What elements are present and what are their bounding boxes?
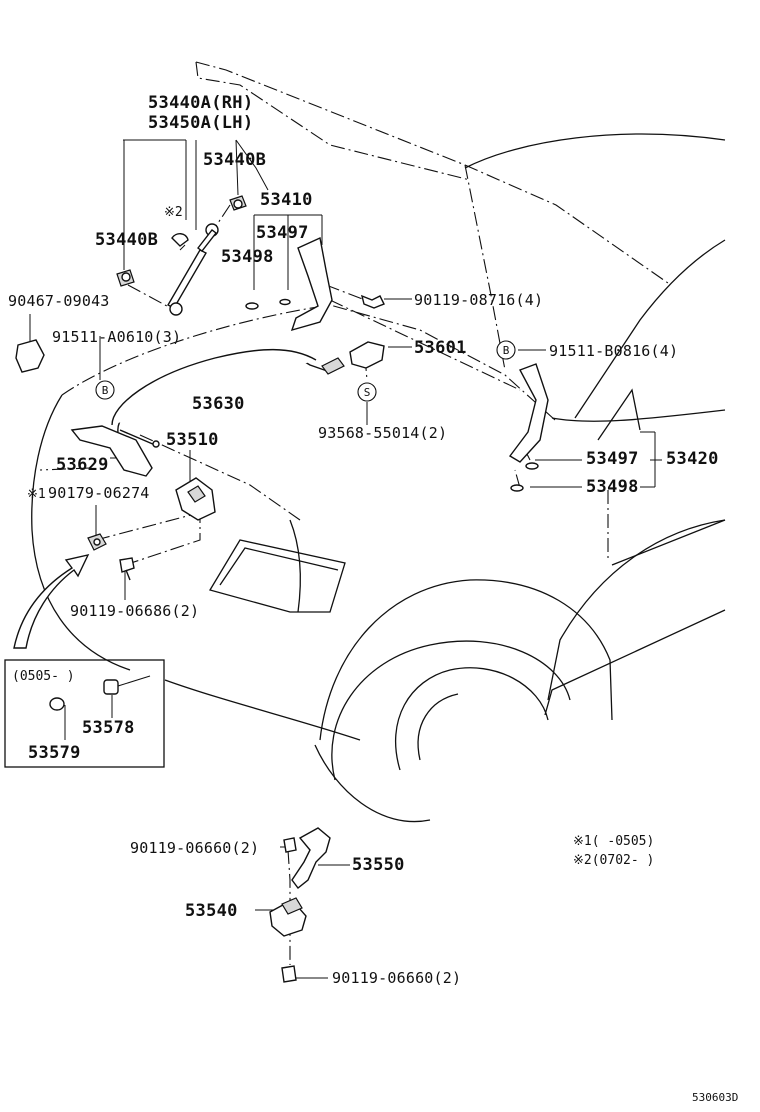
label-93568-55014: 93568-55014(2): [318, 424, 447, 442]
part-bolt-90119-06660-lower: [281, 965, 297, 983]
label-53420: 53420: [666, 449, 719, 469]
label-53440a: 53440A(RH): [148, 93, 253, 113]
label-53540: 53540: [185, 901, 238, 921]
svg-text:B: B: [102, 384, 109, 397]
part-ball-stud-lower: [116, 269, 135, 287]
figure-code: 530603D: [692, 1091, 738, 1104]
inset-box: (0505- ): [4, 659, 165, 768]
part-cushion-53579: [49, 697, 65, 711]
label-91511-b0816: 91511-B0816(4): [549, 342, 678, 360]
part-hood-hinge-right: [508, 363, 549, 492]
label-53440b-top: 53440B: [203, 150, 266, 170]
label-90119-06660-upper: 90119-06660(2): [130, 839, 259, 857]
part-strut-cap: [171, 233, 189, 247]
part-cable-clamp-53601: [321, 341, 385, 375]
part-hood-lock-control-lever-53550: [291, 827, 331, 889]
footnotes: ※1( -0505) ※2(0702- ): [573, 834, 654, 868]
label-53440b-left: 53440B: [95, 230, 158, 250]
note-2: ※2(0702- ): [573, 853, 654, 868]
label-91511-a0610: 91511-A0610(3): [52, 328, 181, 346]
part-bolt-90119-06686: [119, 557, 135, 581]
part-cushion-53578: [103, 679, 119, 695]
label-53498-right: 53498: [586, 477, 639, 497]
part-labels: 53440A(RH) 53450A(LH) 53440B 53410 ※2 53…: [8, 93, 719, 987]
label-90119-08716: 90119-08716(4): [414, 291, 543, 309]
label-53498-top: 53498: [221, 247, 274, 267]
svg-text:B: B: [503, 344, 510, 357]
label-53550: 53550: [352, 855, 405, 875]
part-hood-hinge-left: [245, 236, 333, 332]
inset-range-label: (0505- ): [12, 669, 75, 684]
label-53510: 53510: [166, 430, 219, 450]
label-53630: 53630: [192, 394, 245, 414]
label-53497-top: 53497: [256, 223, 309, 243]
part-clip-90467: [15, 339, 45, 373]
label-53601: 53601: [414, 338, 467, 358]
inset-pointer-arrow: [13, 553, 90, 649]
label-90119-06660-lower: 90119-06660(2): [332, 969, 461, 987]
label-90119-06686: 90119-06686(2): [70, 602, 199, 620]
part-hood-lock-control-53540: [269, 897, 307, 937]
label-53579: 53579: [28, 743, 81, 763]
marker-s: S: [357, 382, 377, 402]
label-ref2: ※2: [164, 205, 183, 220]
label-ref1: ※1: [27, 487, 46, 502]
label-90179-06274: 90179-06274: [48, 484, 150, 502]
note-1: ※1( -0505): [573, 834, 654, 849]
label-53497-right: 53497: [586, 449, 639, 469]
part-bolt-90119-06660-upper: [283, 837, 297, 853]
part-hood-lock-53510: [175, 477, 216, 521]
svg-text:S: S: [364, 386, 371, 399]
part-ball-stud-upper: [229, 195, 247, 211]
part-hood-support-strut: [167, 223, 219, 316]
vehicle-body-outline: [31, 61, 726, 823]
part-hood-lock-release-cable: [111, 348, 331, 448]
label-53629: 53629: [56, 455, 109, 475]
marker-b-left: B: [95, 380, 115, 400]
part-hood-lock-lever-53629: [70, 425, 153, 477]
label-53578: 53578: [82, 718, 135, 738]
label-53450a: 53450A(LH): [148, 113, 253, 133]
label-90467-09043: 90467-09043: [8, 292, 110, 310]
part-bolt-90119-08716: [360, 294, 385, 309]
label-53410: 53410: [260, 190, 313, 210]
marker-b-right: B: [496, 340, 516, 360]
part-clip-90179: [87, 533, 107, 551]
